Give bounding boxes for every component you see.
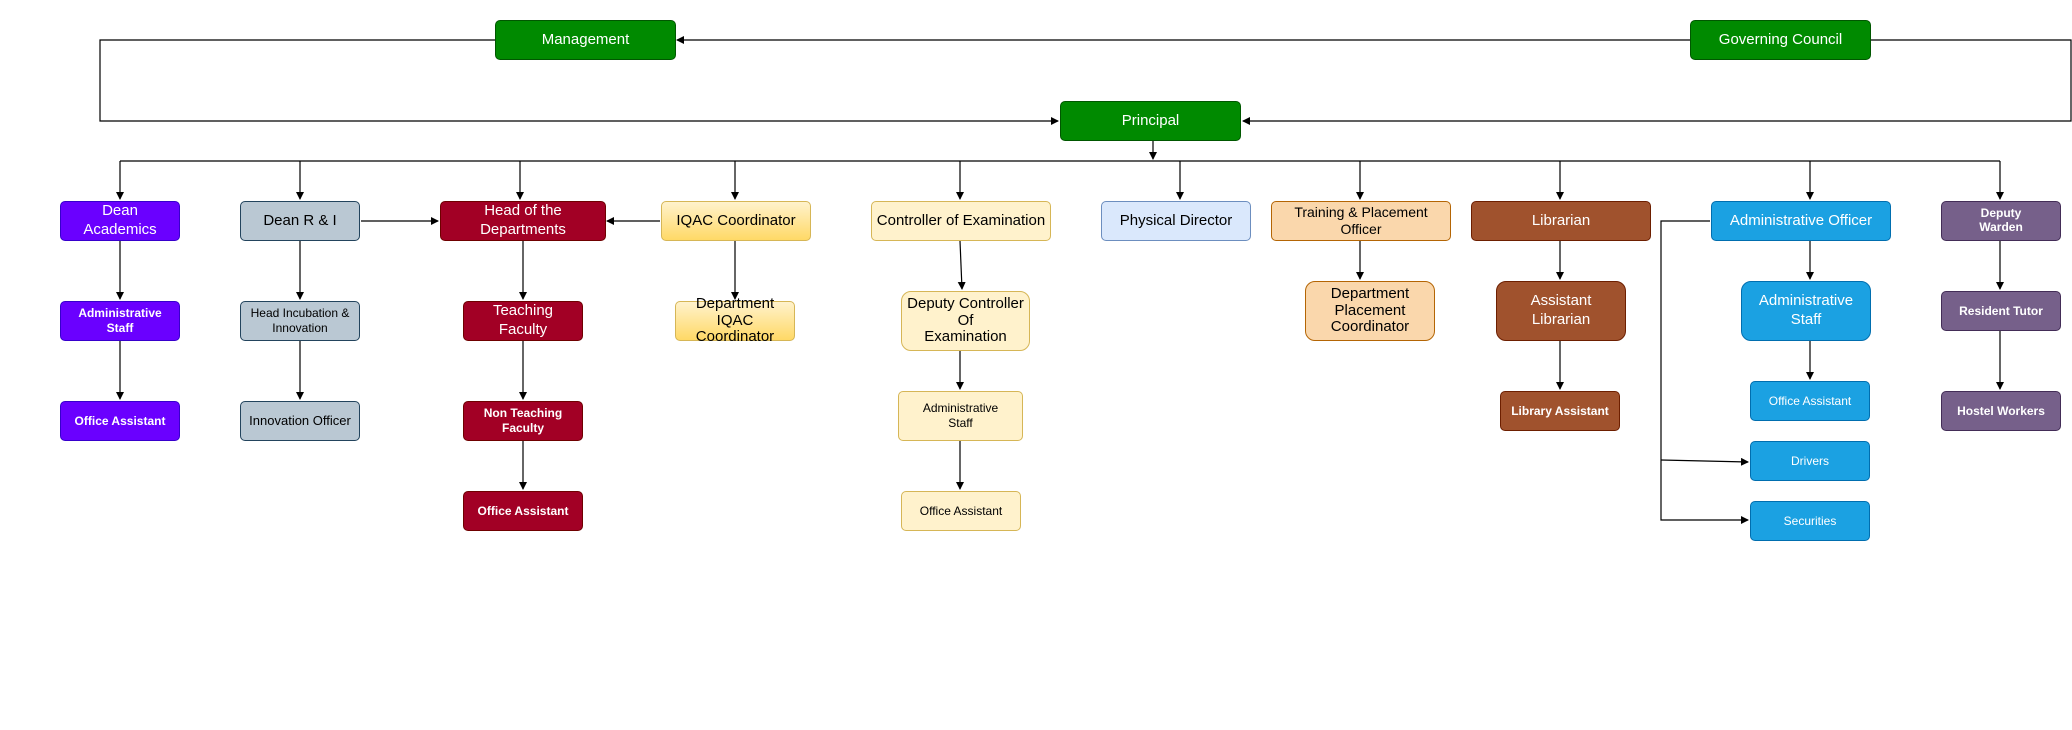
council-to-principal-connector — [1242, 39, 2072, 125]
coe-office-assistant-box: Office Assistant — [901, 491, 1021, 531]
tpo-box: Training & Placement Officer — [1271, 201, 1451, 241]
admin-officer-side-connector — [1660, 220, 1749, 524]
hod-box: Head of the Departments — [440, 201, 606, 241]
governing-council-box: Governing Council — [1690, 20, 1871, 60]
deputy-warden-box: Deputy Warden — [1941, 201, 2061, 241]
dean-rni-box: Dean R & I — [240, 201, 360, 241]
management-to-principal-connector — [99, 39, 1059, 125]
ao-office-assistant-box: Office Assistant — [1750, 381, 1870, 421]
librarian-box: Librarian — [1471, 201, 1651, 241]
deputy-controller-box: Deputy Controller Of Examination — [901, 291, 1030, 351]
iqac-coordinator-box: IQAC Coordinator — [661, 201, 811, 241]
physical-director-box: Physical Director — [1101, 201, 1251, 241]
controller-of-examination-box: Controller of Examination — [871, 201, 1051, 241]
teaching-faculty-box: Teaching Faculty — [463, 301, 583, 341]
coe-admin-staff-box: Administrative Staff — [898, 391, 1023, 441]
innovation-officer-box: Innovation Officer — [240, 401, 360, 441]
dept-placement-coordinator-box: Department Placement Coordinator — [1305, 281, 1435, 341]
dean-academics-admin-staff-box: Administrative Staff — [60, 301, 180, 341]
principal-box: Principal — [1060, 101, 1241, 141]
securities-box: Securities — [1750, 501, 1870, 541]
library-assistant-box: Library Assistant — [1500, 391, 1620, 431]
dean-academics-office-assistant-box: Office Assistant — [60, 401, 180, 441]
head-incubation-box: Head Incubation & Innovation — [240, 301, 360, 341]
management-box: Management — [495, 20, 676, 60]
non-teaching-faculty-box: Non Teaching Faculty — [463, 401, 583, 441]
dean-academics-box: Dean Academics — [60, 201, 180, 241]
hod-office-assistant-box: Office Assistant — [463, 491, 583, 531]
administrative-officer-box: Administrative Officer — [1711, 201, 1891, 241]
dept-iqac-coordinator-box: Department IQAC Coordinator — [675, 296, 795, 345]
ao-admin-staff-box: Administrative Staff — [1741, 281, 1871, 341]
resident-tutor-box: Resident Tutor — [1941, 291, 2061, 331]
hostel-workers-box: Hostel Workers — [1941, 391, 2061, 431]
drivers-box: Drivers — [1750, 441, 1870, 481]
assistant-librarian-box: Assistant Librarian — [1496, 281, 1626, 341]
